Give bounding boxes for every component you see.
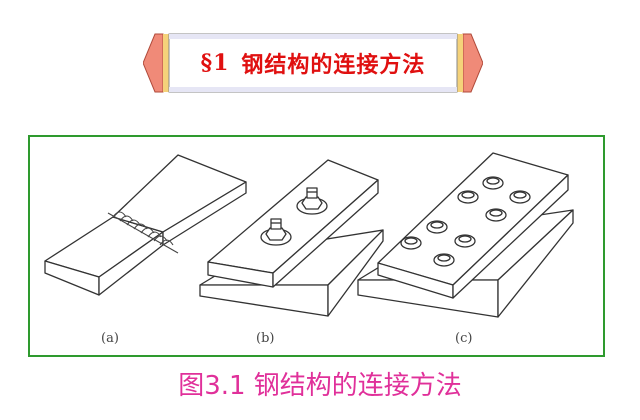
bolt-head [260,218,292,246]
panel-label-b: (b) [256,331,275,346]
section-mark: §1 [200,50,230,76]
rivet-head [457,190,479,204]
connection-illustrations [44,152,574,318]
bolted-plates-icon [199,159,384,317]
rivet-head [426,220,448,234]
title-banner: §1 钢结构的连接方法 [143,32,483,94]
panel-label-a: (a) [101,331,119,346]
figure-caption: 图3.1 钢结构的连接方法 [178,371,462,401]
rivet-head [433,253,455,267]
section-title-text: 钢结构的连接方法 [241,52,426,78]
figure-frame [28,135,605,357]
banner-frame-icon [143,33,483,93]
rivet-head [509,190,531,204]
rivet-head [485,208,507,222]
weld-bead [107,211,179,254]
bolt-head [296,187,328,215]
section-title: §1 钢结构的连接方法 [143,32,483,94]
panel-label-c: (c) [455,331,473,346]
rivet-head [400,236,422,250]
rivet-head [482,176,504,190]
rivet-head [454,234,476,248]
riveted-plates-icon [357,152,574,318]
welded-plates-icon [44,154,247,296]
